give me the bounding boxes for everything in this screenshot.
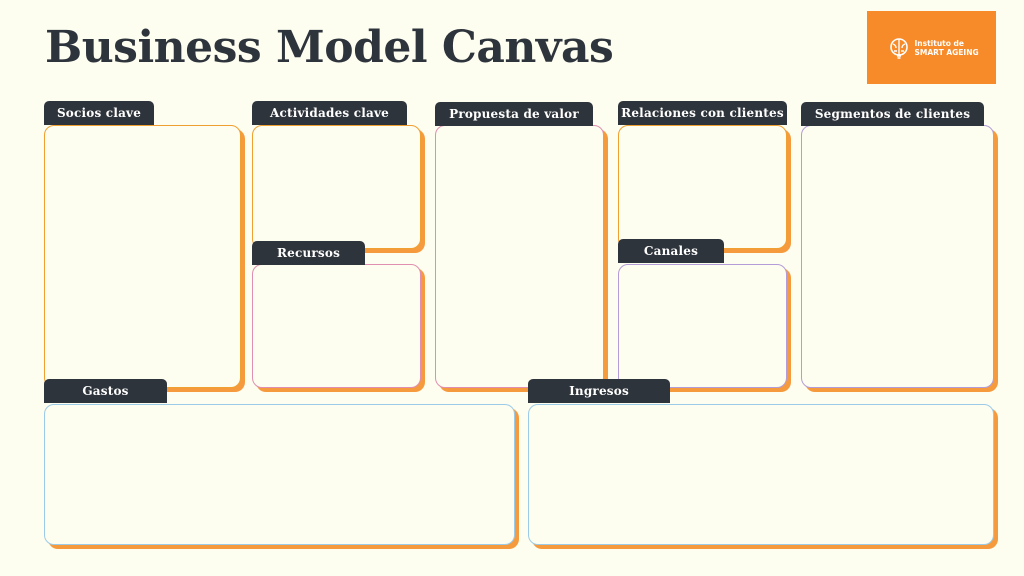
tab-recursos: Recursos <box>252 241 365 265</box>
block-socios-clave[interactable] <box>44 125 245 392</box>
block-propuesta-de-valor[interactable] <box>435 125 608 392</box>
block-relaciones-con-clientes[interactable] <box>618 125 791 253</box>
logo: Instituto de SMART AGEING <box>867 11 996 84</box>
brain-icon <box>889 37 908 59</box>
block-canales[interactable] <box>618 264 791 392</box>
block-segmentos-de-clientes[interactable] <box>801 125 998 392</box>
tab-socios-clave: Socios clave <box>44 101 154 125</box>
tab-relaciones-con-clientes: Relaciones con clientes <box>618 101 787 125</box>
tab-segmentos-de-clientes: Segmentos de clientes <box>801 102 984 126</box>
block-actividades-clave[interactable] <box>252 125 425 253</box>
page-title: Business Model Canvas <box>45 22 614 73</box>
block-ingresos[interactable] <box>528 404 998 549</box>
logo-line-1: Instituto de <box>914 38 964 48</box>
tab-ingresos: Ingresos <box>528 379 670 403</box>
block-recursos[interactable] <box>252 264 425 392</box>
tab-actividades-clave: Actividades clave <box>252 101 407 125</box>
tab-propuesta-de-valor: Propuesta de valor <box>435 102 593 126</box>
tab-canales: Canales <box>618 239 724 263</box>
tab-gastos: Gastos <box>44 379 167 403</box>
logo-line-2: SMART AGEING <box>914 47 979 57</box>
block-gastos[interactable] <box>44 404 519 549</box>
